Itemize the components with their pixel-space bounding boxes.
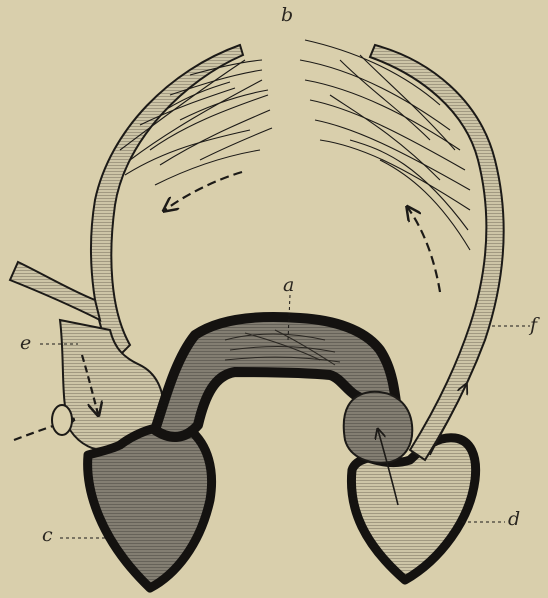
left-ventricle [88, 426, 212, 588]
left-side-branch [10, 262, 100, 320]
right-upper-chamber [344, 392, 413, 463]
label-c: c [42, 526, 53, 545]
right-capillary-network [300, 40, 470, 250]
left-inflow-stub [52, 405, 72, 435]
left-lung-flow-arrow [165, 172, 242, 210]
label-f: f [530, 316, 537, 335]
left-return-vessel [91, 45, 243, 360]
label-d: d [508, 510, 520, 529]
label-e: e [20, 334, 31, 353]
label-b: b [281, 6, 293, 25]
label-a: a [283, 276, 294, 295]
right-lung-flow-arrow [408, 208, 440, 292]
